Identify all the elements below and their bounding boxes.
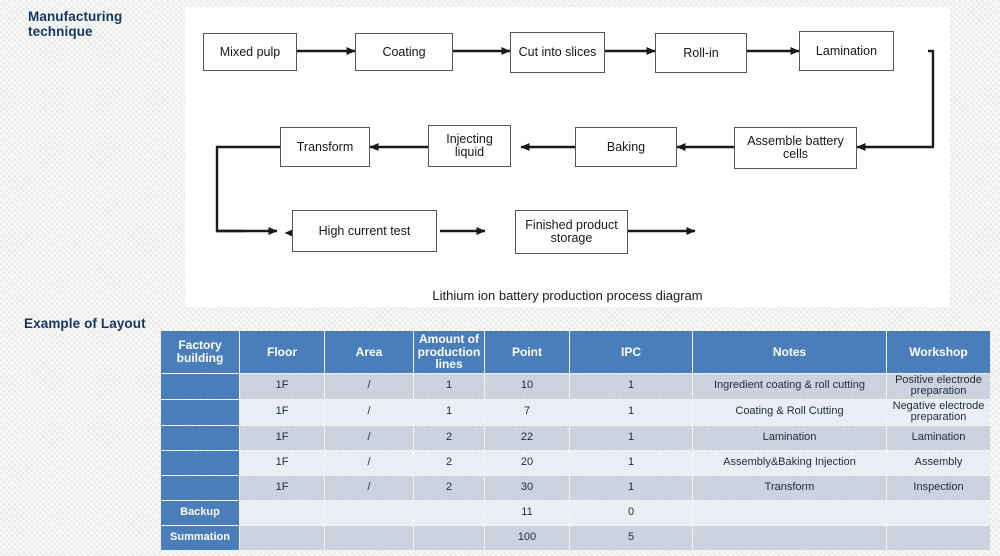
cell-factory-building (161, 450, 239, 475)
flow-node-baking[interactable]: Baking (575, 127, 677, 167)
cell-workshop (887, 500, 990, 525)
cell-point: 30 (485, 475, 569, 500)
cell-workshop: Positive electrode preparation (887, 373, 990, 399)
cell-lines: 1 (414, 399, 484, 425)
cell-floor: 1F (240, 399, 324, 425)
cell-floor: 1F (240, 475, 324, 500)
cell-floor (240, 525, 324, 550)
section-label-example-of-layout: Example of Layout (24, 316, 146, 331)
table-header-row: Factory building Floor Area Amount of pr… (161, 331, 990, 373)
flow-node-label: Roll-in (683, 45, 719, 60)
section-label-manufacturing-technique: Manufacturing technique (28, 9, 123, 39)
cell-notes: Ingredient coating & roll cutting (693, 373, 886, 399)
flow-node-label: Mixed pulp (219, 44, 281, 59)
flow-node-label: Cut into slices (518, 45, 597, 59)
table-header-workshop[interactable]: Workshop (887, 331, 990, 373)
cell-ipc: 1 (570, 475, 692, 500)
flow-node-label: Transform (296, 139, 354, 154)
flow-node-label: Assemble battery cells (747, 134, 844, 161)
process-diagram-panel: Mixed pulp Coating Cut into slices Roll-… (185, 7, 950, 307)
cell-floor: 1F (240, 425, 324, 450)
flow-node-label: Baking (606, 139, 646, 154)
cell-workshop: Lamination (887, 425, 990, 450)
cell-lines: 2 (414, 450, 484, 475)
cell-workshop: Assembly (887, 450, 990, 475)
table-row: 1F / 2 22 1 Lamination Lamination (161, 425, 990, 450)
table-row: 1F / 1 7 1 Coating & Roll Cutting Negati… (161, 399, 990, 425)
cell-ipc: 0 (570, 500, 692, 525)
cell-notes: Assembly&Baking Injection (693, 450, 886, 475)
cell-floor: 1F (240, 373, 324, 399)
flow-node-assemble-battery-cells[interactable]: Assemble battery cells (734, 127, 857, 169)
cell-area: / (325, 399, 413, 425)
cell-workshop: Negative electrode preparation (887, 399, 990, 425)
flow-node-injecting-liquid[interactable]: Injecting liquid (428, 125, 511, 167)
flow-node-mixed-pulp[interactable]: Mixed pulp (203, 33, 297, 71)
cell-factory-building (161, 373, 239, 399)
cell-ipc: 1 (570, 373, 692, 399)
cell-point: 22 (485, 425, 569, 450)
cell-ipc: 1 (570, 450, 692, 475)
table-header-area[interactable]: Area (325, 331, 413, 373)
cell-workshop: Inspection (887, 475, 990, 500)
cell-area: / (325, 450, 413, 475)
cell-factory-building: Backup (161, 500, 239, 525)
cell-factory-building (161, 399, 239, 425)
cell-factory-building: Summation (161, 525, 239, 550)
table-row: 1F / 2 20 1 Assembly&Baking Injection As… (161, 450, 990, 475)
table-header-ipc[interactable]: IPC (570, 331, 692, 373)
flow-node-coating[interactable]: Coating (355, 33, 453, 71)
diagram-caption: Lithium ion battery production process d… (432, 288, 703, 303)
cell-area (325, 525, 413, 550)
flow-node-label: Injecting liquid (446, 132, 493, 159)
cell-factory-building (161, 475, 239, 500)
cell-ipc: 1 (570, 399, 692, 425)
cell-notes: Transform (693, 475, 886, 500)
flow-node-label: High current test (318, 223, 411, 238)
cell-notes: Lamination (693, 425, 886, 450)
cell-lines (414, 525, 484, 550)
flow-node-finished-product-storage[interactable]: Finished product storage (515, 210, 628, 254)
table-row-summation: Summation 100 5 (161, 525, 990, 550)
flow-node-label: Lamination (815, 43, 878, 58)
flow-node-roll-in[interactable]: Roll-in (655, 33, 747, 73)
flow-node-high-current-test[interactable]: High current test (292, 210, 437, 252)
table-header-floor[interactable]: Floor (240, 331, 324, 373)
table-header-amount-of-production-lines[interactable]: Amount of production lines (414, 331, 484, 373)
cell-point: 20 (485, 450, 569, 475)
flow-node-lamination[interactable]: Lamination (799, 31, 894, 71)
cell-point: 100 (485, 525, 569, 550)
cell-notes: Coating & Roll Cutting (693, 399, 886, 425)
cell-lines (414, 500, 484, 525)
cell-notes (693, 525, 886, 550)
table-row: 1F / 1 10 1 Ingredient coating & roll cu… (161, 373, 990, 399)
cell-area: / (325, 373, 413, 399)
cell-ipc: 5 (570, 525, 692, 550)
table-row: 1F / 2 30 1 Transform Inspection (161, 475, 990, 500)
cell-factory-building (161, 425, 239, 450)
cell-floor (240, 500, 324, 525)
cell-area: / (325, 475, 413, 500)
flow-node-label: Finished product storage (525, 218, 618, 245)
layout-table: Factory building Floor Area Amount of pr… (160, 330, 991, 551)
cell-lines: 2 (414, 475, 484, 500)
table-row-backup: Backup 11 0 (161, 500, 990, 525)
cell-point: 10 (485, 373, 569, 399)
cell-floor: 1F (240, 450, 324, 475)
cell-point: 11 (485, 500, 569, 525)
table-header-factory-building[interactable]: Factory building (161, 331, 239, 373)
cell-area (325, 500, 413, 525)
flow-node-cut-into-slices[interactable]: Cut into slices (510, 32, 605, 73)
table-header-point[interactable]: Point (485, 331, 569, 373)
cell-lines: 2 (414, 425, 484, 450)
flow-node-label: Coating (382, 44, 426, 59)
flow-node-transform[interactable]: Transform (280, 127, 370, 167)
cell-ipc: 1 (570, 425, 692, 450)
table-header-notes[interactable]: Notes (693, 331, 886, 373)
cell-area: / (325, 425, 413, 450)
cell-point: 7 (485, 399, 569, 425)
cell-workshop (887, 525, 990, 550)
cell-notes (693, 500, 886, 525)
cell-lines: 1 (414, 373, 484, 399)
